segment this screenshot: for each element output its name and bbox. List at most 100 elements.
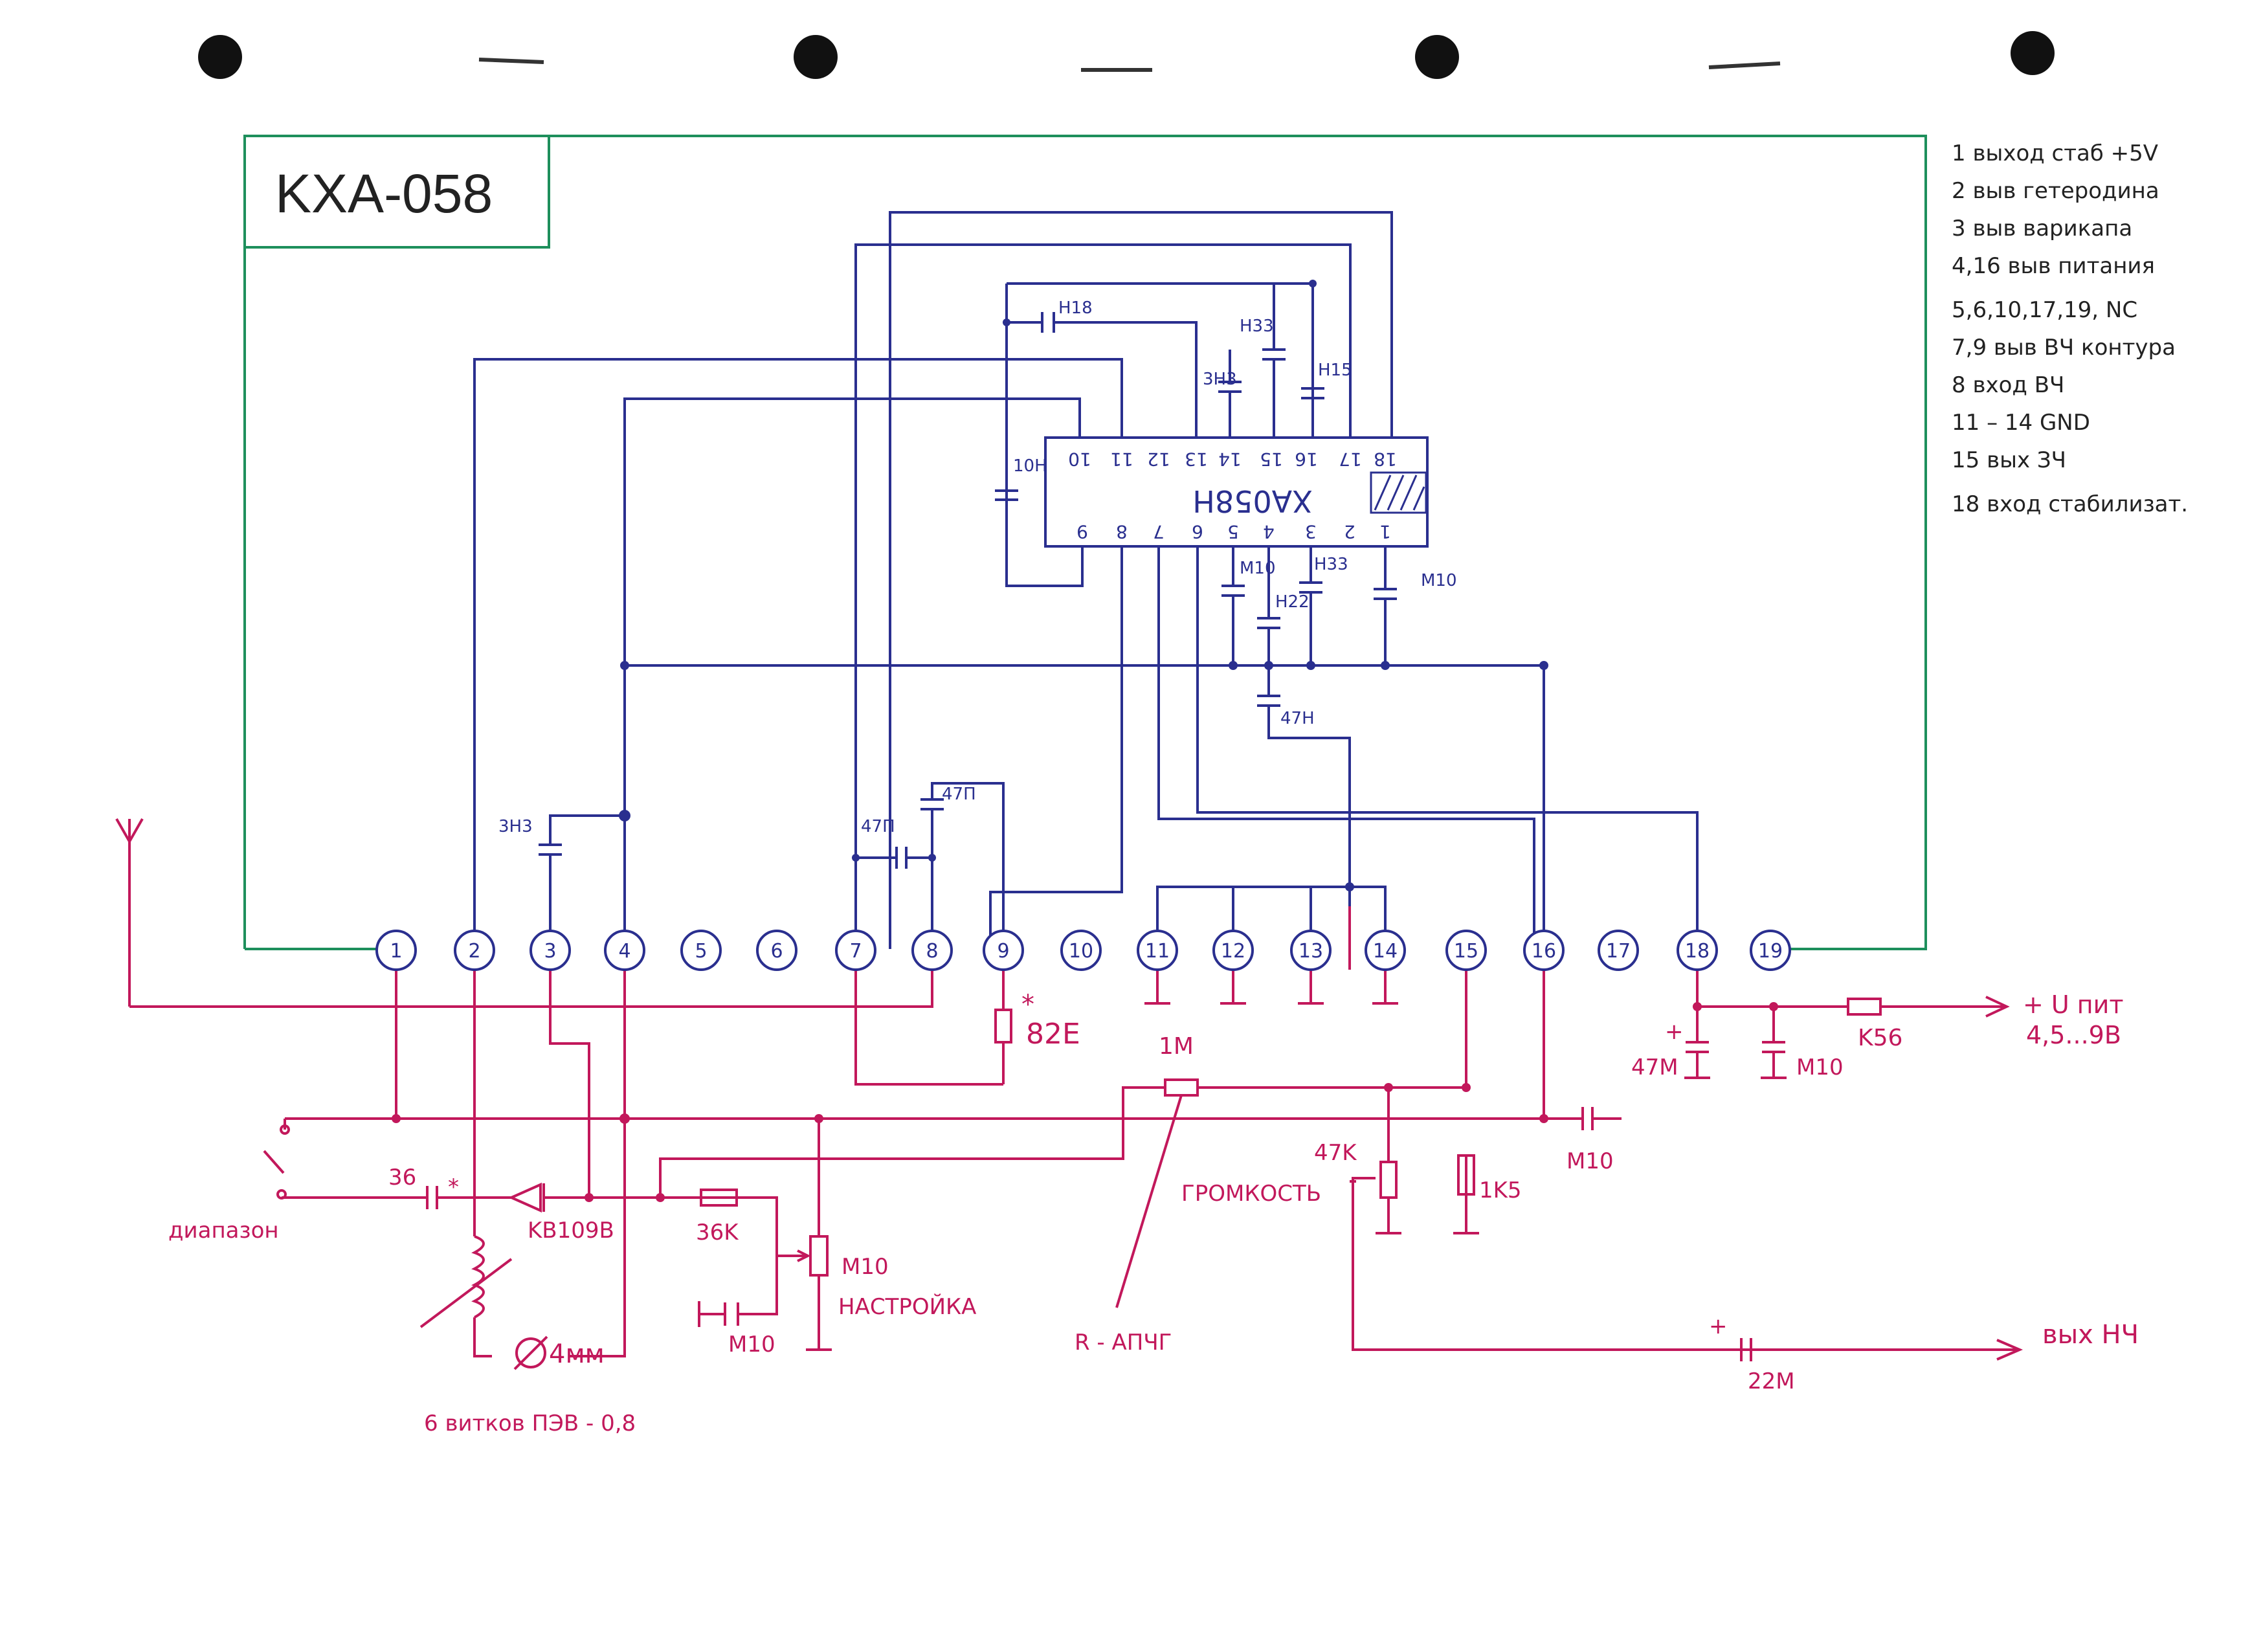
module-pin (1677, 930, 1718, 971)
ic-top-pin-numbers: 10 11 12 13 14 15 16 17 18 (1068, 449, 1397, 470)
cap-label: M10 (1796, 1055, 1844, 1080)
module-pin (1523, 930, 1565, 971)
external-wiring (115, 818, 2023, 1361)
internal-component-labels: H18 H33 3H3 H15 10H M10 H22 H33 M10 47H … (498, 298, 1457, 836)
binder-holes (198, 31, 2055, 79)
module-pin (1365, 930, 1406, 971)
ic-pin-number: 4 (1263, 521, 1275, 542)
module-pin (1060, 930, 1102, 971)
legend-line: 18 вход стабилизат. (1952, 491, 2188, 517)
cap-label: 47M (1631, 1055, 1678, 1080)
legend-line: 8 вход ВЧ (1952, 372, 2064, 398)
cap-label: H18 (1058, 298, 1093, 318)
module-pin (1598, 930, 1639, 971)
module-pin-number: 19 (1758, 940, 1783, 963)
resistor-label: 82E (1026, 1018, 1080, 1051)
module-pin (375, 930, 417, 971)
legend-line: 11 – 14 GND (1952, 410, 2090, 436)
module-pin (911, 930, 953, 971)
band-switch-label: диапазон (168, 1218, 279, 1244)
resistor-star: * (1021, 990, 1034, 1020)
module-pins (375, 930, 1791, 971)
external-components (276, 998, 1882, 1370)
internal-wiring (473, 211, 1699, 949)
ic-bottom-pin-numbers: 9 8 7 6 5 4 3 2 1 (1076, 521, 1391, 542)
module-pin (1290, 930, 1332, 971)
ic-pin-number: 11 (1110, 449, 1133, 470)
cap-plus: + (1665, 1019, 1684, 1045)
ic-pin-number: 8 (1116, 521, 1128, 542)
module-pin (1750, 930, 1791, 971)
afc-label: R - АПЧГ (1075, 1330, 1172, 1356)
module-pin-number: 14 (1373, 940, 1398, 963)
audio-out-label: вых НЧ (2042, 1320, 2139, 1350)
ic-pin-number: 12 (1147, 449, 1170, 470)
cap-label: M10 (1240, 559, 1276, 578)
module-pin-number: 2 (468, 940, 480, 963)
cap-label: H33 (1240, 317, 1274, 336)
ic-pin-number: 13 (1185, 449, 1208, 470)
ic-pin-number: 17 (1339, 449, 1362, 470)
ic-label: XA058H (1192, 484, 1312, 519)
resistor-label: 1K5 (1479, 1178, 1522, 1203)
ic-pin-number: 3 (1305, 521, 1317, 542)
varicap-label: KB109В (528, 1218, 614, 1244)
cap-label: H15 (1318, 361, 1352, 380)
module-pin (835, 930, 876, 971)
cap-label: H22 (1275, 592, 1310, 612)
module-pin (983, 930, 1024, 971)
module-pin (454, 930, 495, 971)
module-pin-number: 3 (544, 940, 556, 963)
legend-line: 7,9 выв ВЧ контура (1952, 335, 2176, 361)
resistor-label: 47K (1314, 1140, 1357, 1166)
module-pin (1445, 930, 1487, 971)
cap-plus: + (1709, 1313, 1728, 1339)
ic-pin-number: 16 (1295, 449, 1318, 470)
external-labels: 82E * 1M 47K ГРОМКОСТЬ 1K5 M10 + U пит 4… (168, 990, 2139, 1436)
cap-label: 47H (1280, 709, 1315, 728)
resistor-label: K56 (1858, 1025, 1902, 1051)
ic-pin-number: 14 (1218, 449, 1242, 470)
module-pin-number: 10 (1069, 940, 1093, 963)
tuning-label: НАСТРОЙКА (838, 1293, 976, 1320)
ic-pin-number: 2 (1344, 521, 1355, 542)
ic-pin-number: 1 (1379, 521, 1391, 542)
module-pin-number: 1 (390, 940, 402, 963)
internal-capacitors (539, 312, 1397, 869)
coil-diameter-label: 4мм (549, 1339, 605, 1369)
ic-pin-number: 18 (1374, 449, 1397, 470)
cap-label: 3H3 (1203, 370, 1237, 389)
module-pin-number: 13 (1299, 940, 1323, 963)
module-pin-number: 17 (1606, 940, 1631, 963)
module-pin-number: 7 (849, 940, 862, 963)
legend-line: 5,6,10,17,19, NC (1952, 297, 2137, 323)
pot-label: M10 (842, 1254, 889, 1280)
module-pin-number: 12 (1221, 940, 1245, 963)
cap-label: 36 (388, 1165, 416, 1190)
legend-line: 1 выход стаб +5V (1952, 140, 2158, 166)
cap-star: * (448, 1174, 459, 1200)
module-pin (604, 930, 645, 971)
module-pin (530, 930, 571, 971)
module-pin (1137, 930, 1178, 971)
cap-label: 10H (1013, 456, 1047, 476)
module-pin (1212, 930, 1254, 971)
cap-label: M10 (1421, 571, 1457, 590)
external-junctions (392, 1002, 1778, 1202)
supply-range-label: 4,5...9В (2026, 1021, 2121, 1049)
cap-label: 47П (861, 817, 895, 836)
ic-pin-number: 15 (1260, 449, 1283, 470)
resistor-label: 36K (696, 1220, 739, 1245)
cap-label: 3H3 (498, 817, 533, 836)
legend-line: 2 выв гетеродина (1952, 178, 2159, 204)
module-pin-number: 6 (770, 940, 783, 963)
ic-pin-number: 6 (1192, 521, 1203, 542)
ic-package: XA058H (1044, 436, 1429, 548)
ic-pin-number: 5 (1227, 521, 1239, 542)
module-border (243, 135, 1927, 950)
cap-label: M10 (1566, 1148, 1614, 1174)
cap-label: 47П (942, 785, 976, 804)
supply-label: + U пит (2023, 990, 2124, 1019)
ic-pin-number: 7 (1153, 521, 1165, 542)
